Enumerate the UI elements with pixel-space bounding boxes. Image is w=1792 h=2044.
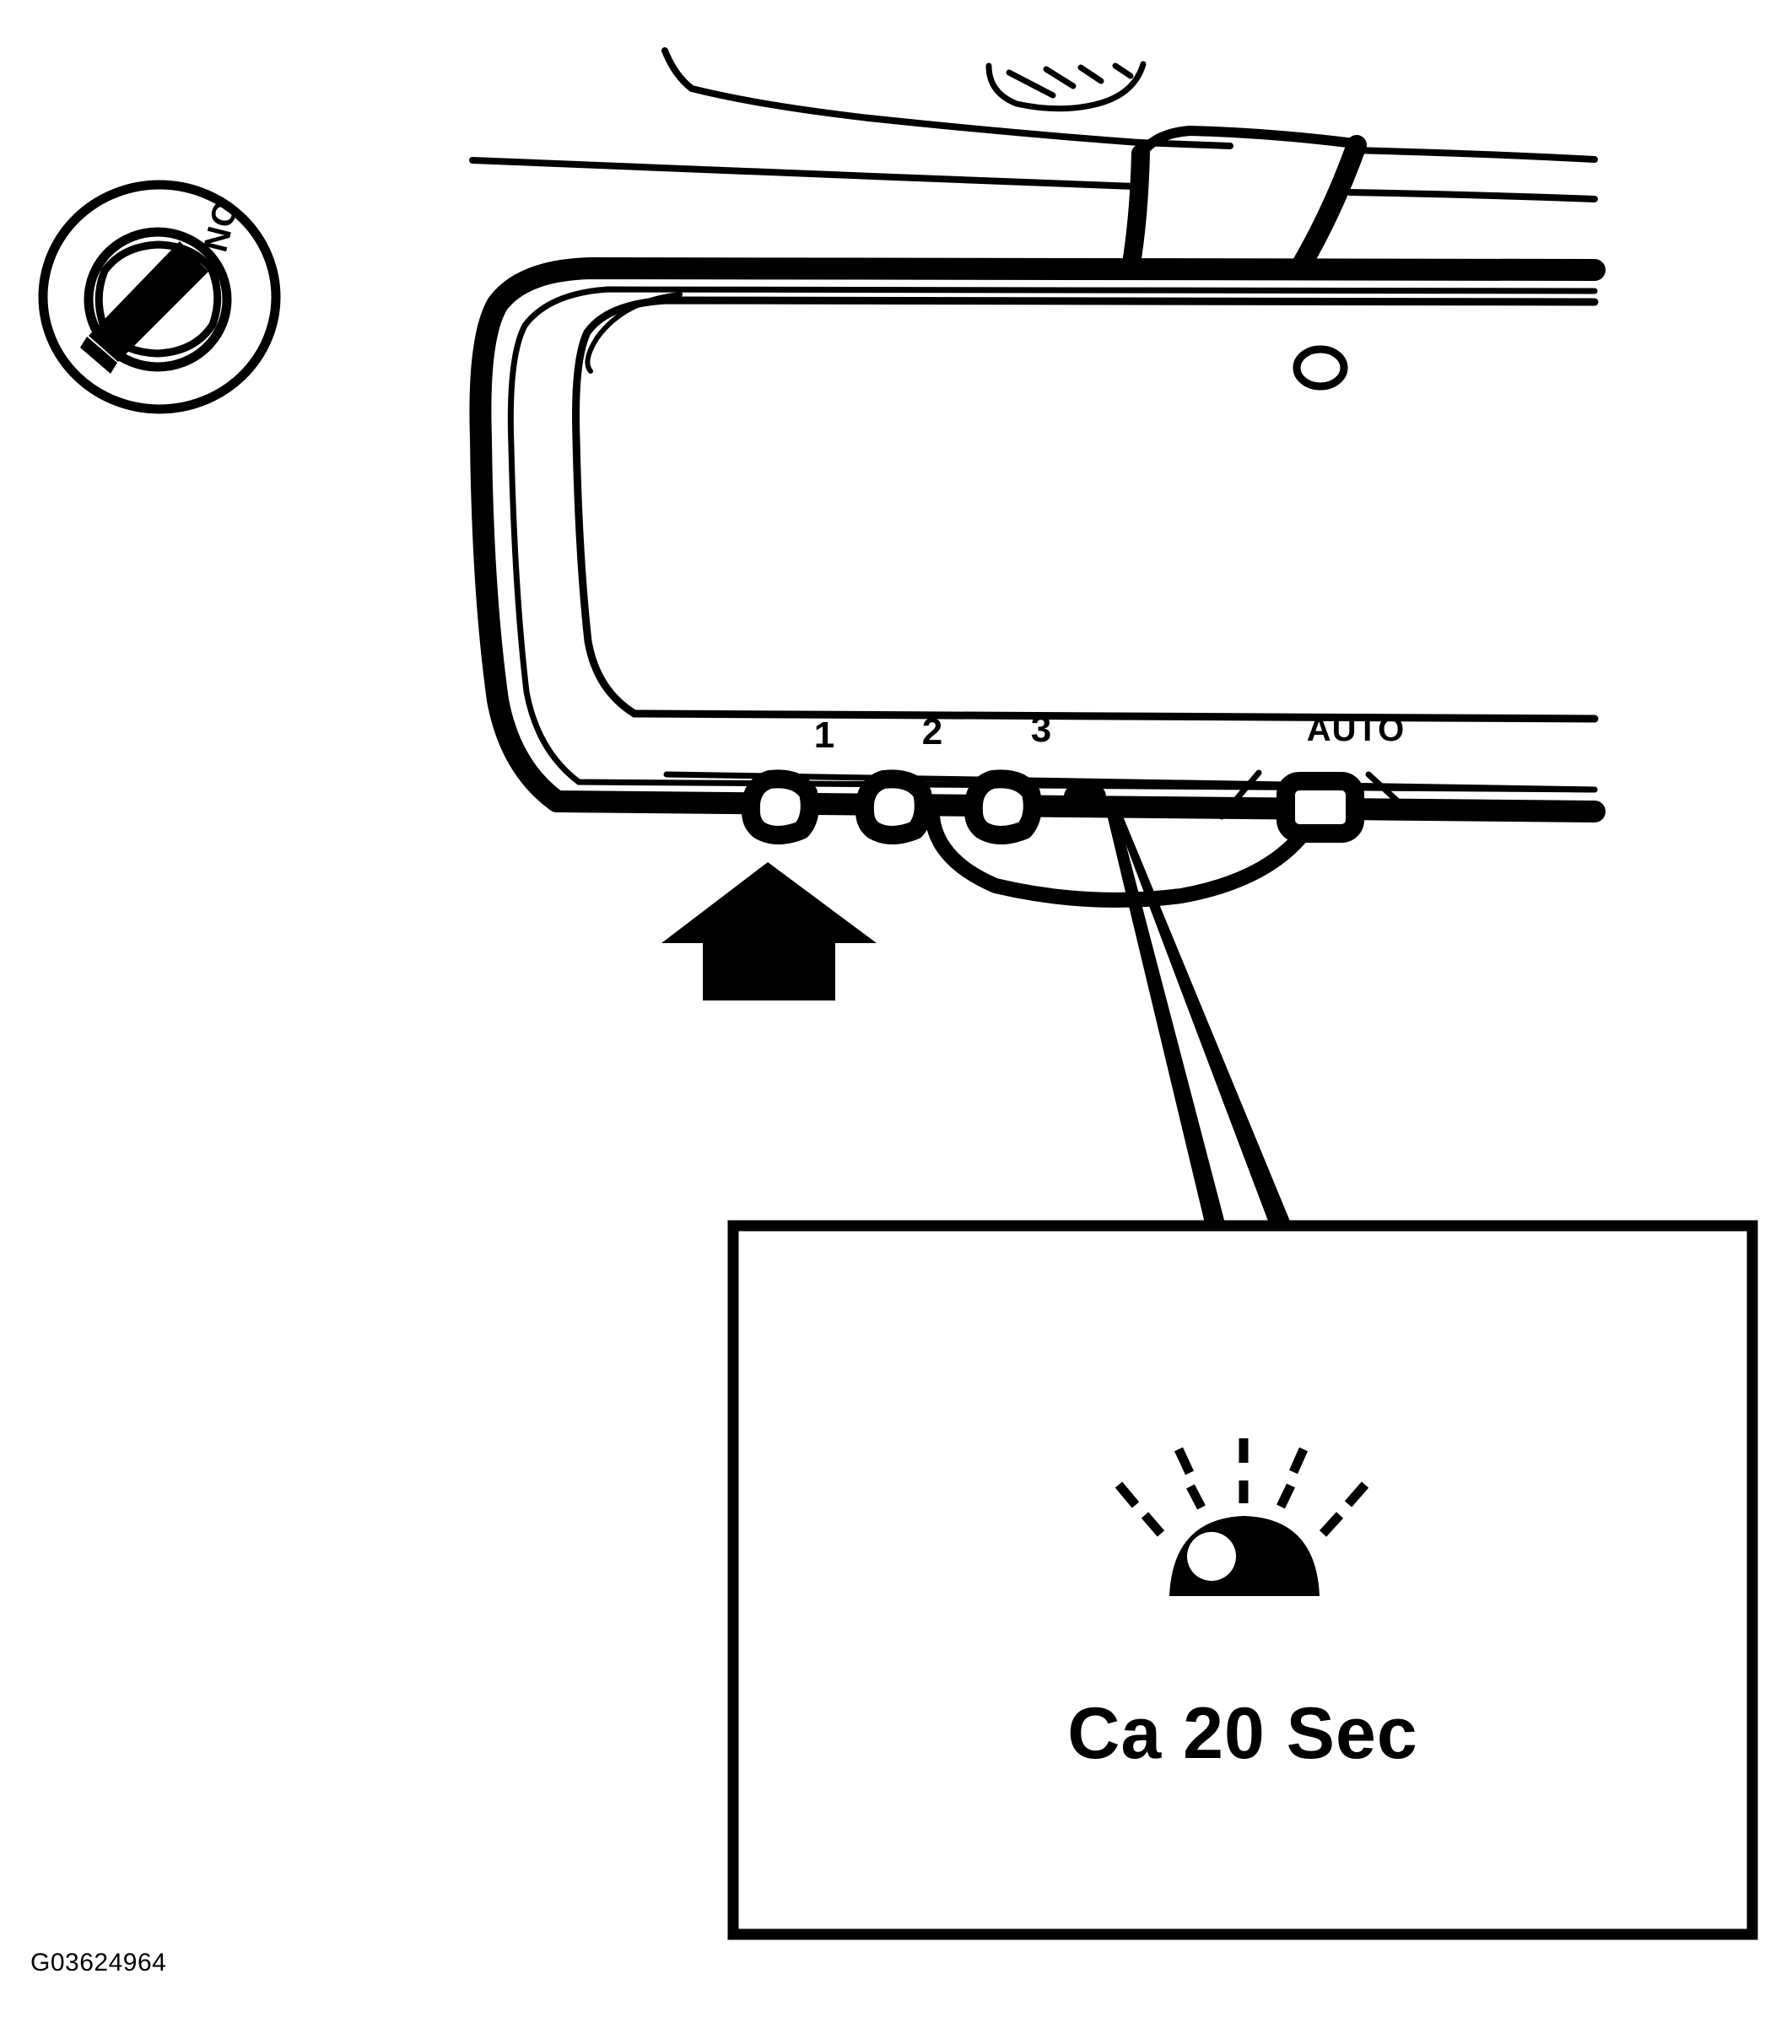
memory-button-3-label: 3 xyxy=(1031,709,1051,750)
auto-accent-tick-left xyxy=(1218,769,1262,820)
windshield-upper-edge-far xyxy=(1347,147,1598,163)
leader-line-left xyxy=(1104,804,1225,1223)
bracket-left-post xyxy=(1121,144,1150,278)
headliner-line-2-far xyxy=(1347,189,1598,202)
illuminated-lamp-icon xyxy=(1115,1438,1369,1596)
callout-caption: Ca 20 Sec xyxy=(1067,1693,1417,1774)
leader-line-right xyxy=(1110,803,1291,1223)
mirror-bevel-line xyxy=(507,286,1598,793)
callout-arrow-up xyxy=(661,862,877,1000)
ignition-on-label: ON xyxy=(196,197,245,256)
memory-button-1[interactable] xyxy=(741,769,819,844)
button-labels: 1 2 3 AUTO xyxy=(814,709,1406,756)
headliner-line-2 xyxy=(469,157,1138,190)
bracket-top-edge xyxy=(1136,125,1359,159)
ignition-outer-ring xyxy=(38,180,281,414)
button-group-arc xyxy=(925,809,1311,908)
auto-dim-button[interactable] xyxy=(1277,772,1364,843)
ignition-key-slot-tail xyxy=(80,337,117,374)
ignition-key-slot xyxy=(89,241,208,362)
mirror-outer-shell xyxy=(469,257,1606,822)
mirror-mount-bracket xyxy=(1121,125,1367,278)
memory-button-3[interactable] xyxy=(963,769,1042,844)
mirror-housing xyxy=(469,257,1606,822)
auto-dim-button-label: AUTO xyxy=(1307,711,1406,748)
detail-callout-box: Ca 20 Sec xyxy=(727,1220,1758,1940)
memory-button-1-label: 1 xyxy=(814,715,834,756)
windshield-upper-edge xyxy=(661,47,1142,146)
figure-id-code: G03624964 xyxy=(30,1949,167,1977)
hatching-detail xyxy=(985,61,1147,112)
mirror-sensor-oval xyxy=(1293,345,1348,391)
bracket-right-post xyxy=(1291,135,1367,276)
auto-dim-led-indicator xyxy=(1064,785,1106,808)
auto-accent-tick-right xyxy=(1365,771,1412,815)
ignition-switch[interactable]: ON xyxy=(38,180,281,414)
mirror-button-row xyxy=(741,769,1412,908)
ignition-inner-ring xyxy=(84,227,232,372)
mirror-glass-outline xyxy=(572,296,1599,723)
headliner-lines xyxy=(469,47,1598,202)
memory-button-2-label: 2 xyxy=(922,711,942,752)
callout-leader-lines xyxy=(1104,803,1291,1223)
mirror-glass-highlight xyxy=(585,292,683,374)
memory-button-2[interactable] xyxy=(855,769,933,844)
ignition-cylinder-rim xyxy=(94,240,222,358)
